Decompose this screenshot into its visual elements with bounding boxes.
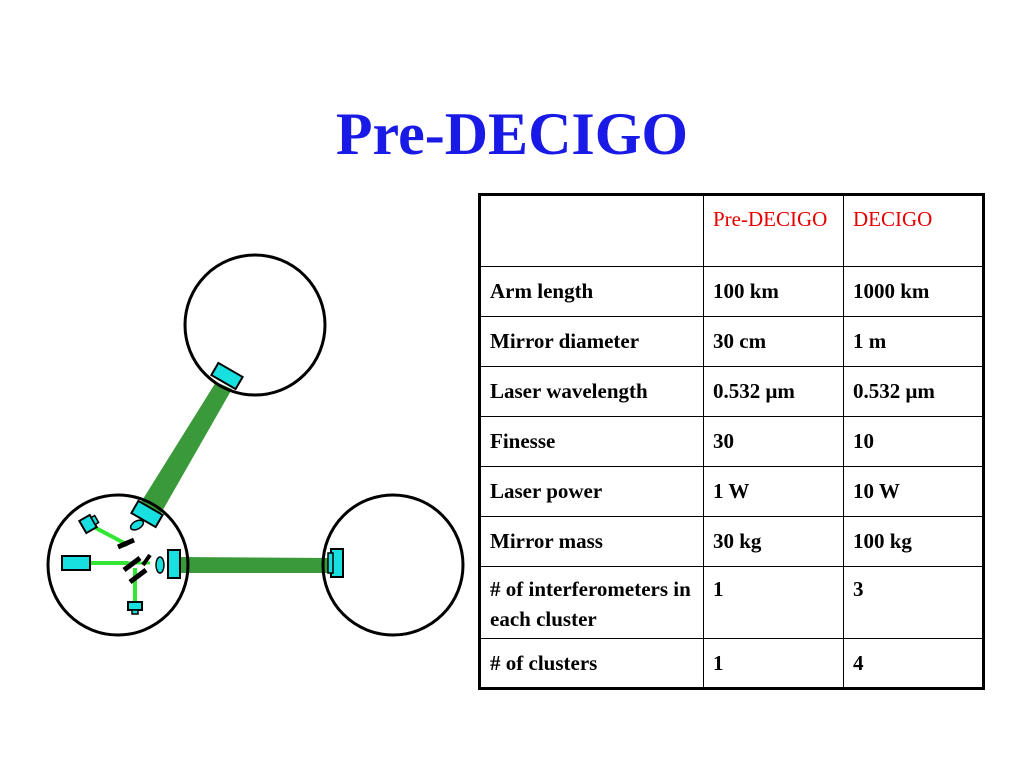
beam-splitter-3 (128, 568, 148, 584)
top-mirror (210, 361, 244, 391)
photodetector-top (77, 513, 100, 535)
right-arm-beam (180, 557, 332, 573)
table-cell: 4 (843, 638, 984, 689)
table-header-row: Pre-DECIGO DECIGO (479, 194, 984, 267)
page-title: Pre-DECIGO (335, 101, 689, 167)
table-cell: 1 (703, 638, 844, 689)
table-cell: Mirror diameter (479, 316, 704, 367)
table-cell: Arm length (479, 266, 704, 317)
table-cell: 30 (703, 416, 844, 467)
spacecraft-right (321, 493, 465, 637)
table-cell: # of interferometers in each cluster (479, 566, 704, 639)
table-cell: 30 kg (703, 516, 844, 567)
spec-table: Pre-DECIGO DECIGO Arm length 100 km 1000… (478, 193, 985, 690)
table-row: # of interferometers in each cluster 1 3 (479, 566, 984, 639)
table-cell: 1 (703, 566, 844, 639)
table-cell: 100 km (703, 266, 844, 317)
right-lens (155, 556, 165, 574)
beam-splitter-4 (141, 553, 152, 567)
table-cell: 100 kg (843, 516, 984, 567)
photodetector-bottom (127, 601, 143, 615)
table-header-cell: Pre-DECIGO (703, 194, 844, 267)
table-row: Finesse 30 10 (479, 416, 984, 467)
upper-near-mirror (130, 499, 164, 529)
table-cell: 1 m (843, 316, 984, 367)
table-row: Arm length 100 km 1000 km (479, 266, 984, 317)
laser-path-1 (91, 524, 129, 547)
table-row: Laser power 1 W 10 W (479, 466, 984, 517)
right-near-mirror (167, 549, 181, 579)
table-header-cell: DECIGO (843, 194, 984, 267)
table-cell: 10 W (843, 466, 984, 517)
table-cell: 30 cm (703, 316, 844, 367)
right-mirror-front (327, 552, 334, 574)
beam-splitter-2 (122, 556, 142, 572)
upper-lens (129, 519, 145, 531)
table-cell: 10 (843, 416, 984, 467)
table-cell: Laser power (479, 466, 704, 517)
spacecraft-top (183, 253, 327, 397)
table-cell: # of clusters (479, 638, 704, 689)
upper-arm-beam (138, 382, 232, 515)
table-cell: Laser wavelength (479, 366, 704, 417)
beam-splitter-1 (116, 537, 136, 550)
table-header-cell (479, 194, 704, 267)
table-cell: Finesse (479, 416, 704, 467)
table-cell: 1000 km (843, 266, 984, 317)
table-row: # of clusters 1 4 (479, 638, 984, 689)
table-row: Mirror mass 30 kg 100 kg (479, 516, 984, 567)
table-cell: 0.532 μm (843, 366, 984, 417)
table-cell: 0.532 μm (703, 366, 844, 417)
table-cell: 3 (843, 566, 984, 639)
table-cell: 1 W (703, 466, 844, 517)
table-row: Mirror diameter 30 cm 1 m (479, 316, 984, 367)
spacecraft-central (46, 493, 190, 637)
table-cell: Mirror mass (479, 516, 704, 567)
laser-source (61, 555, 91, 571)
table-row: Laser wavelength 0.532 μm 0.532 μm (479, 366, 984, 417)
